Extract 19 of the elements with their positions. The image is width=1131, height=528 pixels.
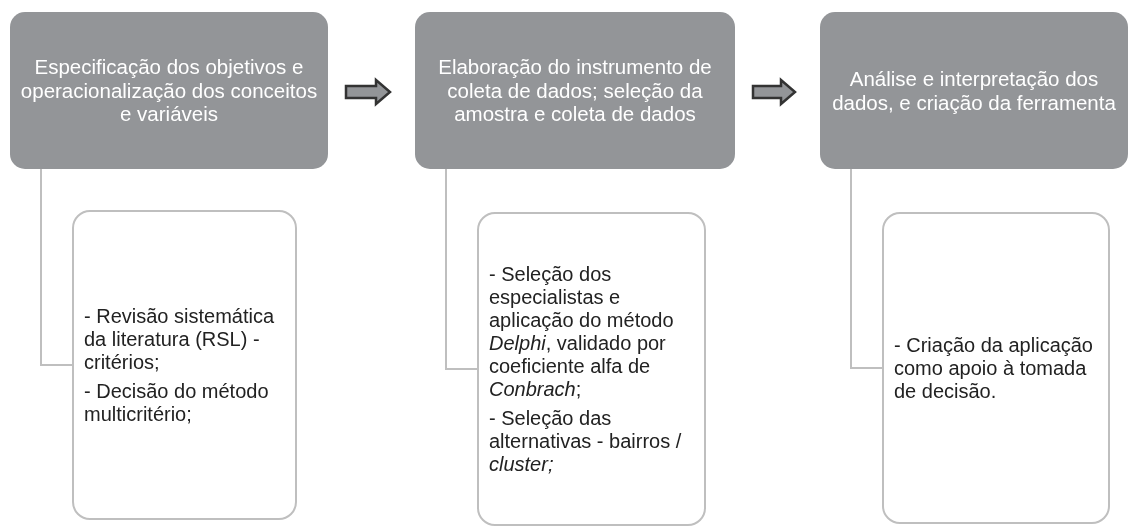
detail-text: - Criação da aplicação como apoio à tomada de decisão. xyxy=(894,333,1094,403)
detail-card xyxy=(477,212,706,526)
detail-text: - Revisão sistemática da literatura (RSL) - critérios; xyxy=(84,304,276,374)
detail-text: - Seleção das alternativas - bairros / cluster; xyxy=(489,406,683,476)
detail-text: - Seleção dos especialistas e aplicação do método Delphi, validado por coeficiente alfa de Conbrach; xyxy=(489,262,675,401)
block-arrow xyxy=(751,77,797,107)
step-title: Especificação dos objetivos e operacionalização dos conceitos e variáveis xyxy=(20,55,318,126)
detail-card xyxy=(882,212,1110,524)
step-title: Análise e interpretação dos dados, e criação da ferramenta xyxy=(831,66,1117,115)
step-title: Elaboração do instrumento de coleta de dados; seleção da amostra e coleta de dados xyxy=(437,55,713,126)
step-header-box xyxy=(820,12,1128,169)
connector-line xyxy=(850,168,883,369)
detail-card xyxy=(72,210,297,520)
step-header-box xyxy=(415,12,735,169)
step-header-box xyxy=(10,12,328,169)
connector-line xyxy=(445,168,478,370)
block-arrow xyxy=(344,77,392,107)
detail-text: - Decisão do método multicritério; xyxy=(84,379,270,426)
connector-line xyxy=(40,168,73,366)
